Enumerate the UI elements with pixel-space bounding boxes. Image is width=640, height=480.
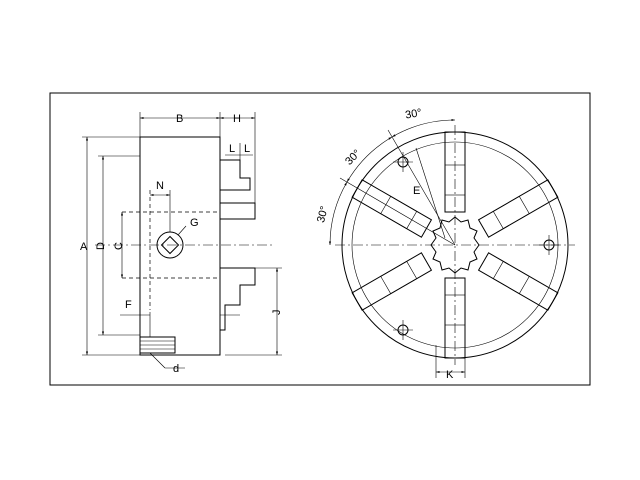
label-N: N	[156, 180, 164, 192]
angle-label-3: 30°	[315, 205, 331, 224]
label-E: E	[413, 185, 420, 197]
label-H: H	[233, 113, 241, 125]
label-D: D	[95, 242, 107, 250]
drawing-frame	[49, 92, 591, 386]
label-A: A	[80, 241, 88, 253]
front-view: E K 30° 30° 30°	[315, 107, 575, 381]
label-d: d	[173, 363, 179, 375]
bolt-holes	[393, 152, 559, 340]
label-J: J	[271, 310, 283, 316]
side-view: G N d F A D C B	[80, 112, 283, 375]
dimension-E	[415, 147, 446, 239]
angle-arc-1	[391, 118, 456, 138]
label-L-left: L	[229, 143, 235, 155]
angle-arc-3	[328, 181, 348, 246]
jaws	[351, 131, 559, 359]
label-B: B	[176, 113, 183, 125]
center-bore	[430, 216, 480, 274]
lower-jaw	[220, 267, 256, 331]
label-K: K	[446, 369, 454, 381]
label-C: C	[113, 242, 125, 250]
label-L-right: L	[244, 143, 250, 155]
chuck-body	[139, 136, 221, 356]
label-F: F	[125, 299, 132, 311]
angle-arc-2	[346, 136, 393, 183]
upper-jaw-step	[219, 137, 251, 191]
angle-label-1: 30°	[404, 107, 422, 122]
label-G: G	[190, 217, 199, 229]
upper-jaw-foot	[219, 202, 256, 220]
angle-label-2: 30°	[343, 147, 363, 167]
